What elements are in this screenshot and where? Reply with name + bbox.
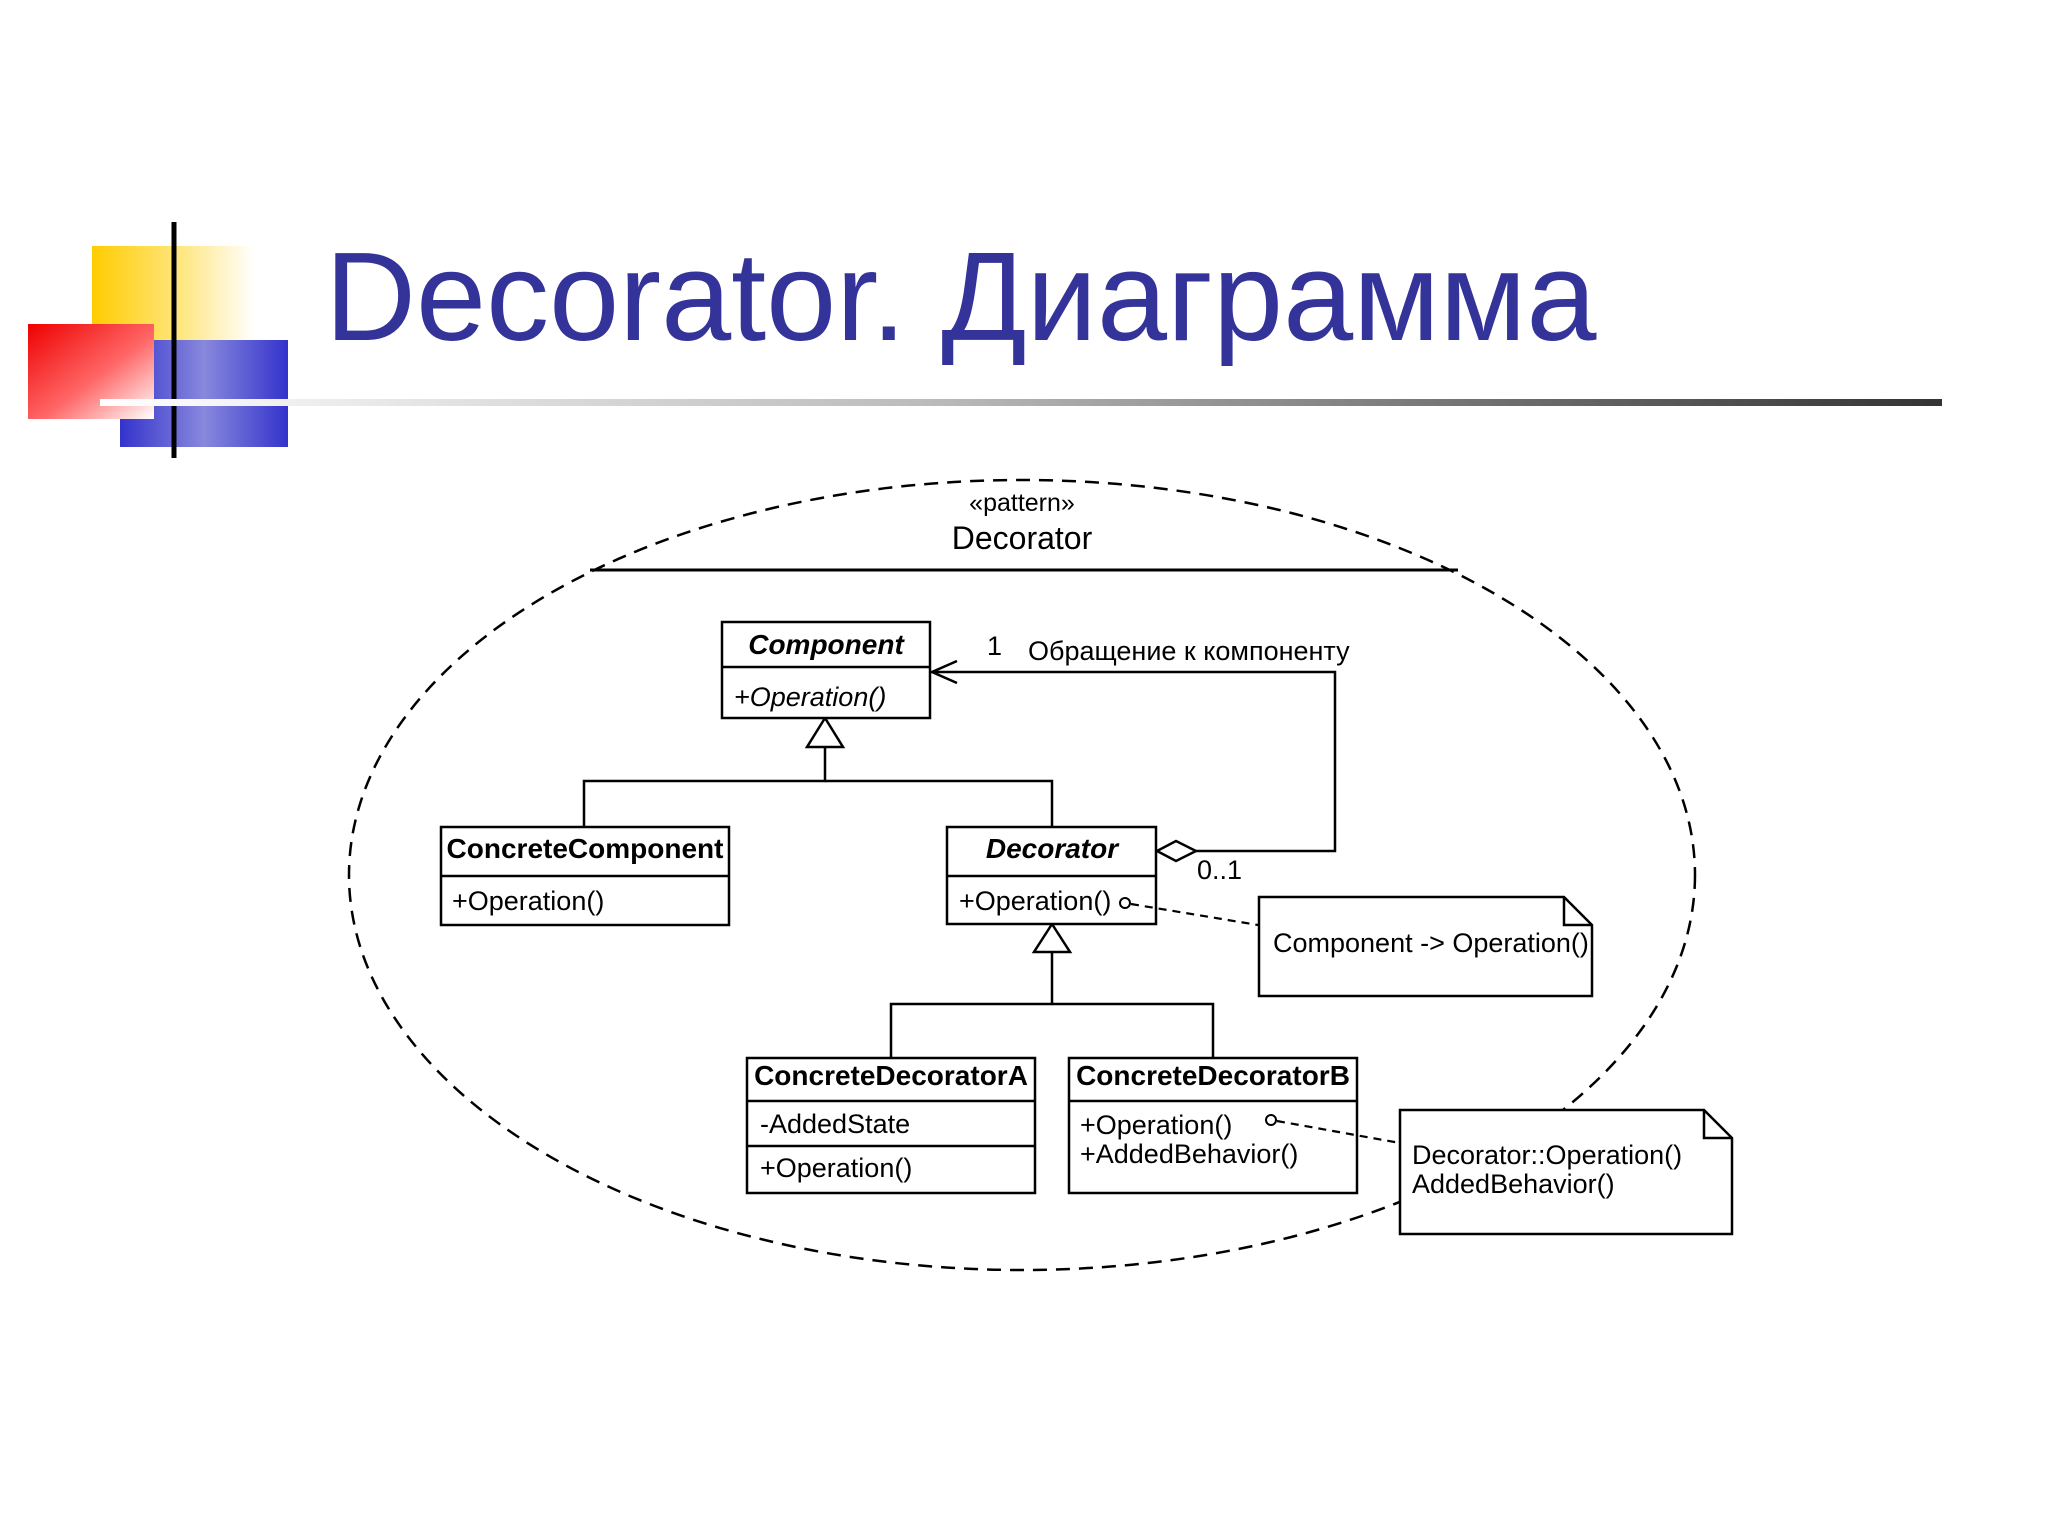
note-concrete-decorator-b-line-2: AddedBehavior() — [1412, 1169, 1615, 1199]
pattern-ellipse — [347, 478, 1697, 1272]
generalization-line-decorator — [825, 779, 1054, 826]
class-decorator[interactable]: Decorator +Operation() — [945, 825, 1158, 926]
class-decorator-name: Decorator — [986, 833, 1120, 864]
class-concrete-decorator-b-operation-2: +AddedBehavior() — [1080, 1139, 1298, 1169]
note-link-concrete-decorator-b — [1276, 1119, 1401, 1145]
generalization-line-concrete-decorator-a — [889, 952, 1054, 1057]
class-concrete-decorator-a-box — [745, 1056, 1037, 1195]
class-component-box — [720, 620, 932, 720]
class-component-name: Component — [748, 629, 905, 660]
note-decorator-text: Component -> Operation() — [1273, 928, 1589, 958]
class-concrete-decorator-a-attribute: -AddedState — [760, 1109, 910, 1139]
class-concrete-component[interactable]: ConcreteComponent +Operation() — [439, 825, 731, 927]
note-anchor-concrete-decorator-b — [1265, 1114, 1277, 1126]
aggregation-association: 1 Обращение к компоненту 0..1 — [928, 631, 1350, 885]
generalization-arrowhead-decorator — [1031, 921, 1073, 954]
generalization-line-concrete-component — [582, 747, 827, 826]
note-link-decorator — [1130, 902, 1259, 927]
pattern-collaboration: «pattern» Decorator — [347, 478, 1697, 1272]
generalization-component — [582, 715, 1054, 826]
title-underline — [100, 399, 1942, 406]
note-fold-concrete-decorator-b — [1702, 1110, 1732, 1140]
note-anchor-decorator — [1119, 897, 1131, 909]
note-decorator-operation[interactable]: Component -> Operation() — [1119, 895, 1594, 998]
class-decorator-operation: +Operation() — [959, 886, 1111, 916]
class-concrete-decorator-a-operation: +Operation() — [760, 1153, 912, 1183]
class-concrete-component-name: ConcreteComponent — [447, 833, 724, 864]
generalization-line-concrete-decorator-b — [1052, 1002, 1215, 1057]
pattern-stereotype: «pattern» — [969, 489, 1075, 517]
class-concrete-decorator-b-operation-1: +Operation() — [1080, 1110, 1232, 1140]
class-concrete-decorator-a[interactable]: ConcreteDecoratorA -AddedState +Operatio… — [745, 1056, 1037, 1195]
aggregation-diamond — [1154, 839, 1199, 863]
page-title: Decorator. Диаграмма — [325, 226, 1597, 367]
note-fold-decorator — [1562, 897, 1592, 927]
class-component[interactable]: Component +Operation() — [720, 620, 932, 720]
class-component-operation: +Operation() — [734, 682, 886, 712]
aggregation-line — [932, 670, 1337, 853]
class-concrete-component-operation: +Operation() — [452, 886, 604, 916]
generalization-decorator — [889, 921, 1215, 1057]
note-concrete-decorator-b-line-1: Decorator::Operation() — [1412, 1140, 1682, 1170]
multiplicity-source: 0..1 — [1197, 855, 1242, 885]
generalization-arrowhead-component — [804, 715, 846, 749]
association-label: Обращение к компоненту — [1028, 636, 1350, 666]
pattern-name: Decorator — [952, 520, 1093, 556]
association-arrowhead — [928, 659, 958, 685]
class-concrete-decorator-b-box — [1067, 1056, 1359, 1195]
note-shape-concrete-decorator-b — [1398, 1108, 1734, 1236]
class-concrete-decorator-b[interactable]: ConcreteDecoratorB +Operation() +AddedBe… — [1067, 1056, 1359, 1195]
note-shape-decorator — [1257, 895, 1594, 998]
class-concrete-decorator-b-name: ConcreteDecoratorB — [1076, 1060, 1350, 1091]
slide-logo-decoration — [28, 222, 288, 458]
multiplicity-target: 1 — [987, 631, 1002, 661]
note-concrete-decorator-b[interactable]: Decorator::Operation() AddedBehavior() — [1265, 1108, 1734, 1236]
class-concrete-decorator-a-name: ConcreteDecoratorA — [754, 1060, 1028, 1091]
